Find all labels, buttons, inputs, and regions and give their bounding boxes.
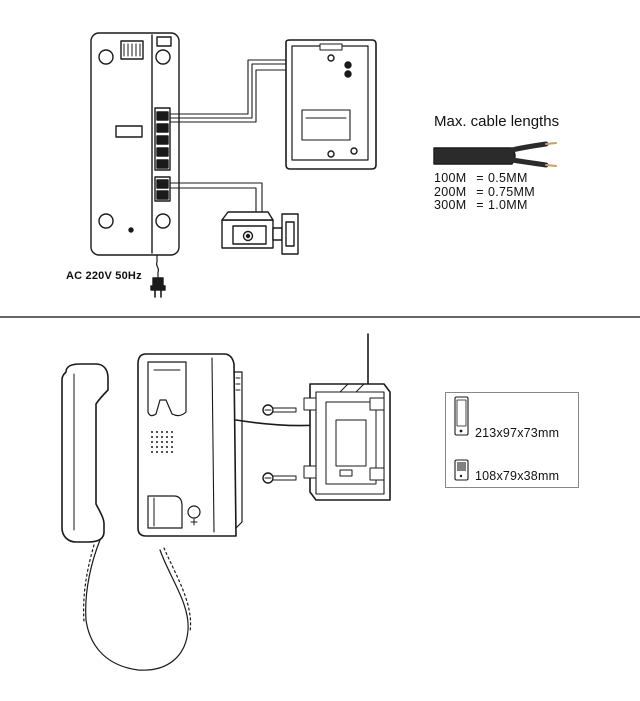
- equals-sign: =: [476, 198, 484, 212]
- cable-length: 200M: [434, 184, 467, 199]
- dimensions-box: [445, 392, 579, 488]
- cable-spec-row: 300M = 1.0MM: [434, 198, 535, 213]
- cable-gauge: 0.5MM: [488, 171, 528, 185]
- handset-unit-dimensions: 213x97x73mm: [475, 426, 560, 440]
- cable-spec-row: 200M = 0.75MM: [434, 184, 535, 200]
- power-supply-label: AC 220V 50Hz: [66, 270, 142, 282]
- coiled-handset-cord: [83, 539, 192, 671]
- cable-gauge: 0.75MM: [488, 184, 535, 199]
- door-station-icon: [454, 459, 469, 481]
- cable-lengths-title: Max. cable lengths: [434, 113, 560, 130]
- indoor-unit-back-view: [90, 32, 180, 256]
- indoor-unit-front: [137, 353, 243, 537]
- speaker-grille: [151, 431, 173, 453]
- electric-lock: [221, 211, 299, 255]
- cable-illustration: [433, 141, 557, 168]
- cable-gauge: 1.0MM: [488, 198, 528, 212]
- handset: [61, 363, 109, 543]
- equals-sign: =: [476, 171, 484, 185]
- power-plug: [150, 254, 166, 298]
- handset-unit-icon: [454, 396, 469, 436]
- cable-length: 300M: [434, 198, 467, 212]
- wall-bracket: [303, 383, 391, 501]
- door-station-back-view: [285, 39, 377, 170]
- equals-sign: =: [476, 184, 484, 199]
- mounting-screws: [262, 404, 297, 484]
- door-station-dimensions: 108x79x38mm: [475, 469, 560, 483]
- cable-length: 100M: [434, 171, 467, 185]
- cable-spec-row: 100M = 0.5MM: [434, 171, 535, 186]
- cable-spec-table: 100M = 0.5MM 200M = 0.75MM 300M = 1.0MM: [434, 171, 535, 213]
- lock-wires: [169, 182, 263, 213]
